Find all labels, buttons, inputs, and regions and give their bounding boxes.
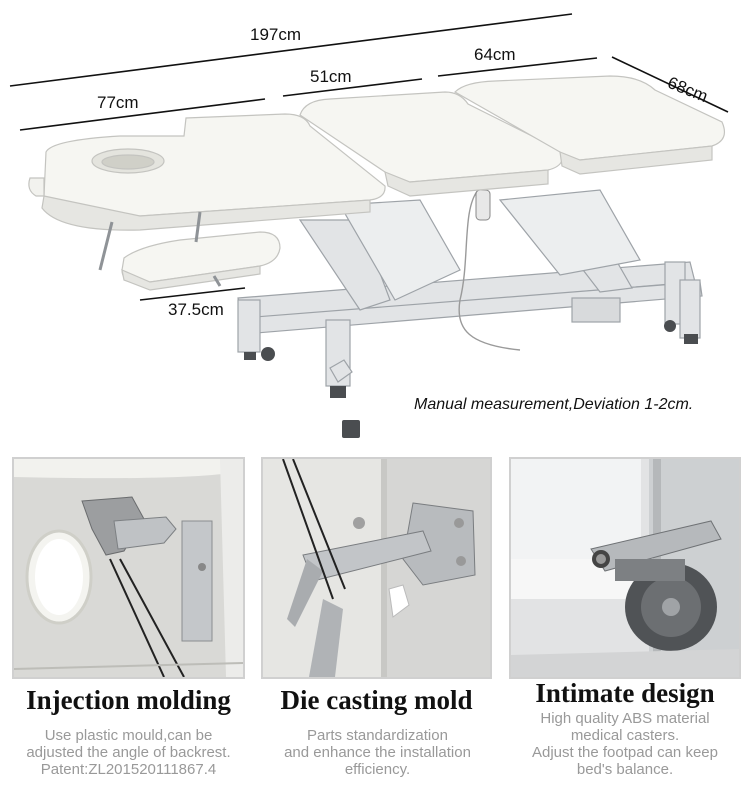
- die-casting-mold-photo: [261, 457, 492, 679]
- dimension-head-section: 77cm: [97, 93, 139, 112]
- description-line: High quality ABS material: [540, 710, 710, 727]
- feature-description-injection-molding: Use plastic mould,can be adjusted the an…: [6, 727, 251, 778]
- description-line: and enhance the installation: [284, 744, 471, 761]
- armrest-supports: [98, 211, 222, 287]
- dimension-middle-section: 51cm: [310, 67, 352, 86]
- feature-description-intimate-design: High quality ABS material medical caster…: [505, 710, 745, 778]
- hand-controller: [475, 189, 491, 221]
- dim-line-total: [9, 13, 573, 87]
- description-line: adjusted the angle of backrest.: [26, 744, 231, 761]
- feature-title-die-casting-mold: Die casting mold: [280, 685, 473, 715]
- tabletop: [28, 75, 725, 291]
- lift-mechanism: [338, 189, 641, 323]
- intimate-design-caster-photo: [509, 457, 741, 679]
- dimension-foot-section: 64cm: [474, 45, 516, 64]
- feature-title-injection-molding: Injection molding: [26, 685, 231, 715]
- measurement-note: Manual measurement,Deviation 1-2cm.: [414, 396, 694, 413]
- dim-line-width: [611, 56, 729, 113]
- base-frame: [237, 219, 703, 387]
- product-hero: 197cm 77cm 51cm 64cm 68cm 37.5cm Manual …: [9, 13, 729, 438]
- dimension-total-length: 197cm: [250, 25, 302, 44]
- description-line: efficiency.: [344, 761, 411, 778]
- dimension-armrest: 37.5cm: [168, 300, 224, 319]
- casters: [244, 320, 698, 438]
- dim-line-arm: [139, 287, 246, 301]
- injection-molding-photo: [12, 457, 245, 679]
- dimension-lines: [9, 13, 729, 301]
- feature-title-intimate-design: Intimate design: [535, 678, 715, 708]
- description-line: Patent:ZL201520111867.4: [40, 761, 217, 778]
- massage-table-illustration: [9, 13, 729, 438]
- description-line: Adjust the footpad can keep: [532, 744, 718, 761]
- controller-cable: [458, 189, 521, 351]
- dim-line-mid: [282, 78, 423, 97]
- description-line: medical casters.: [570, 727, 680, 744]
- dim-line-head: [19, 98, 266, 131]
- description-line: Parts standardization: [307, 727, 448, 744]
- dim-line-foot: [437, 57, 598, 77]
- description-line: bed's balance.: [576, 761, 674, 778]
- description-line: Use plastic mould,can be: [44, 727, 213, 744]
- feature-description-die-casting-mold: Parts standardization and enhance the in…: [260, 727, 495, 778]
